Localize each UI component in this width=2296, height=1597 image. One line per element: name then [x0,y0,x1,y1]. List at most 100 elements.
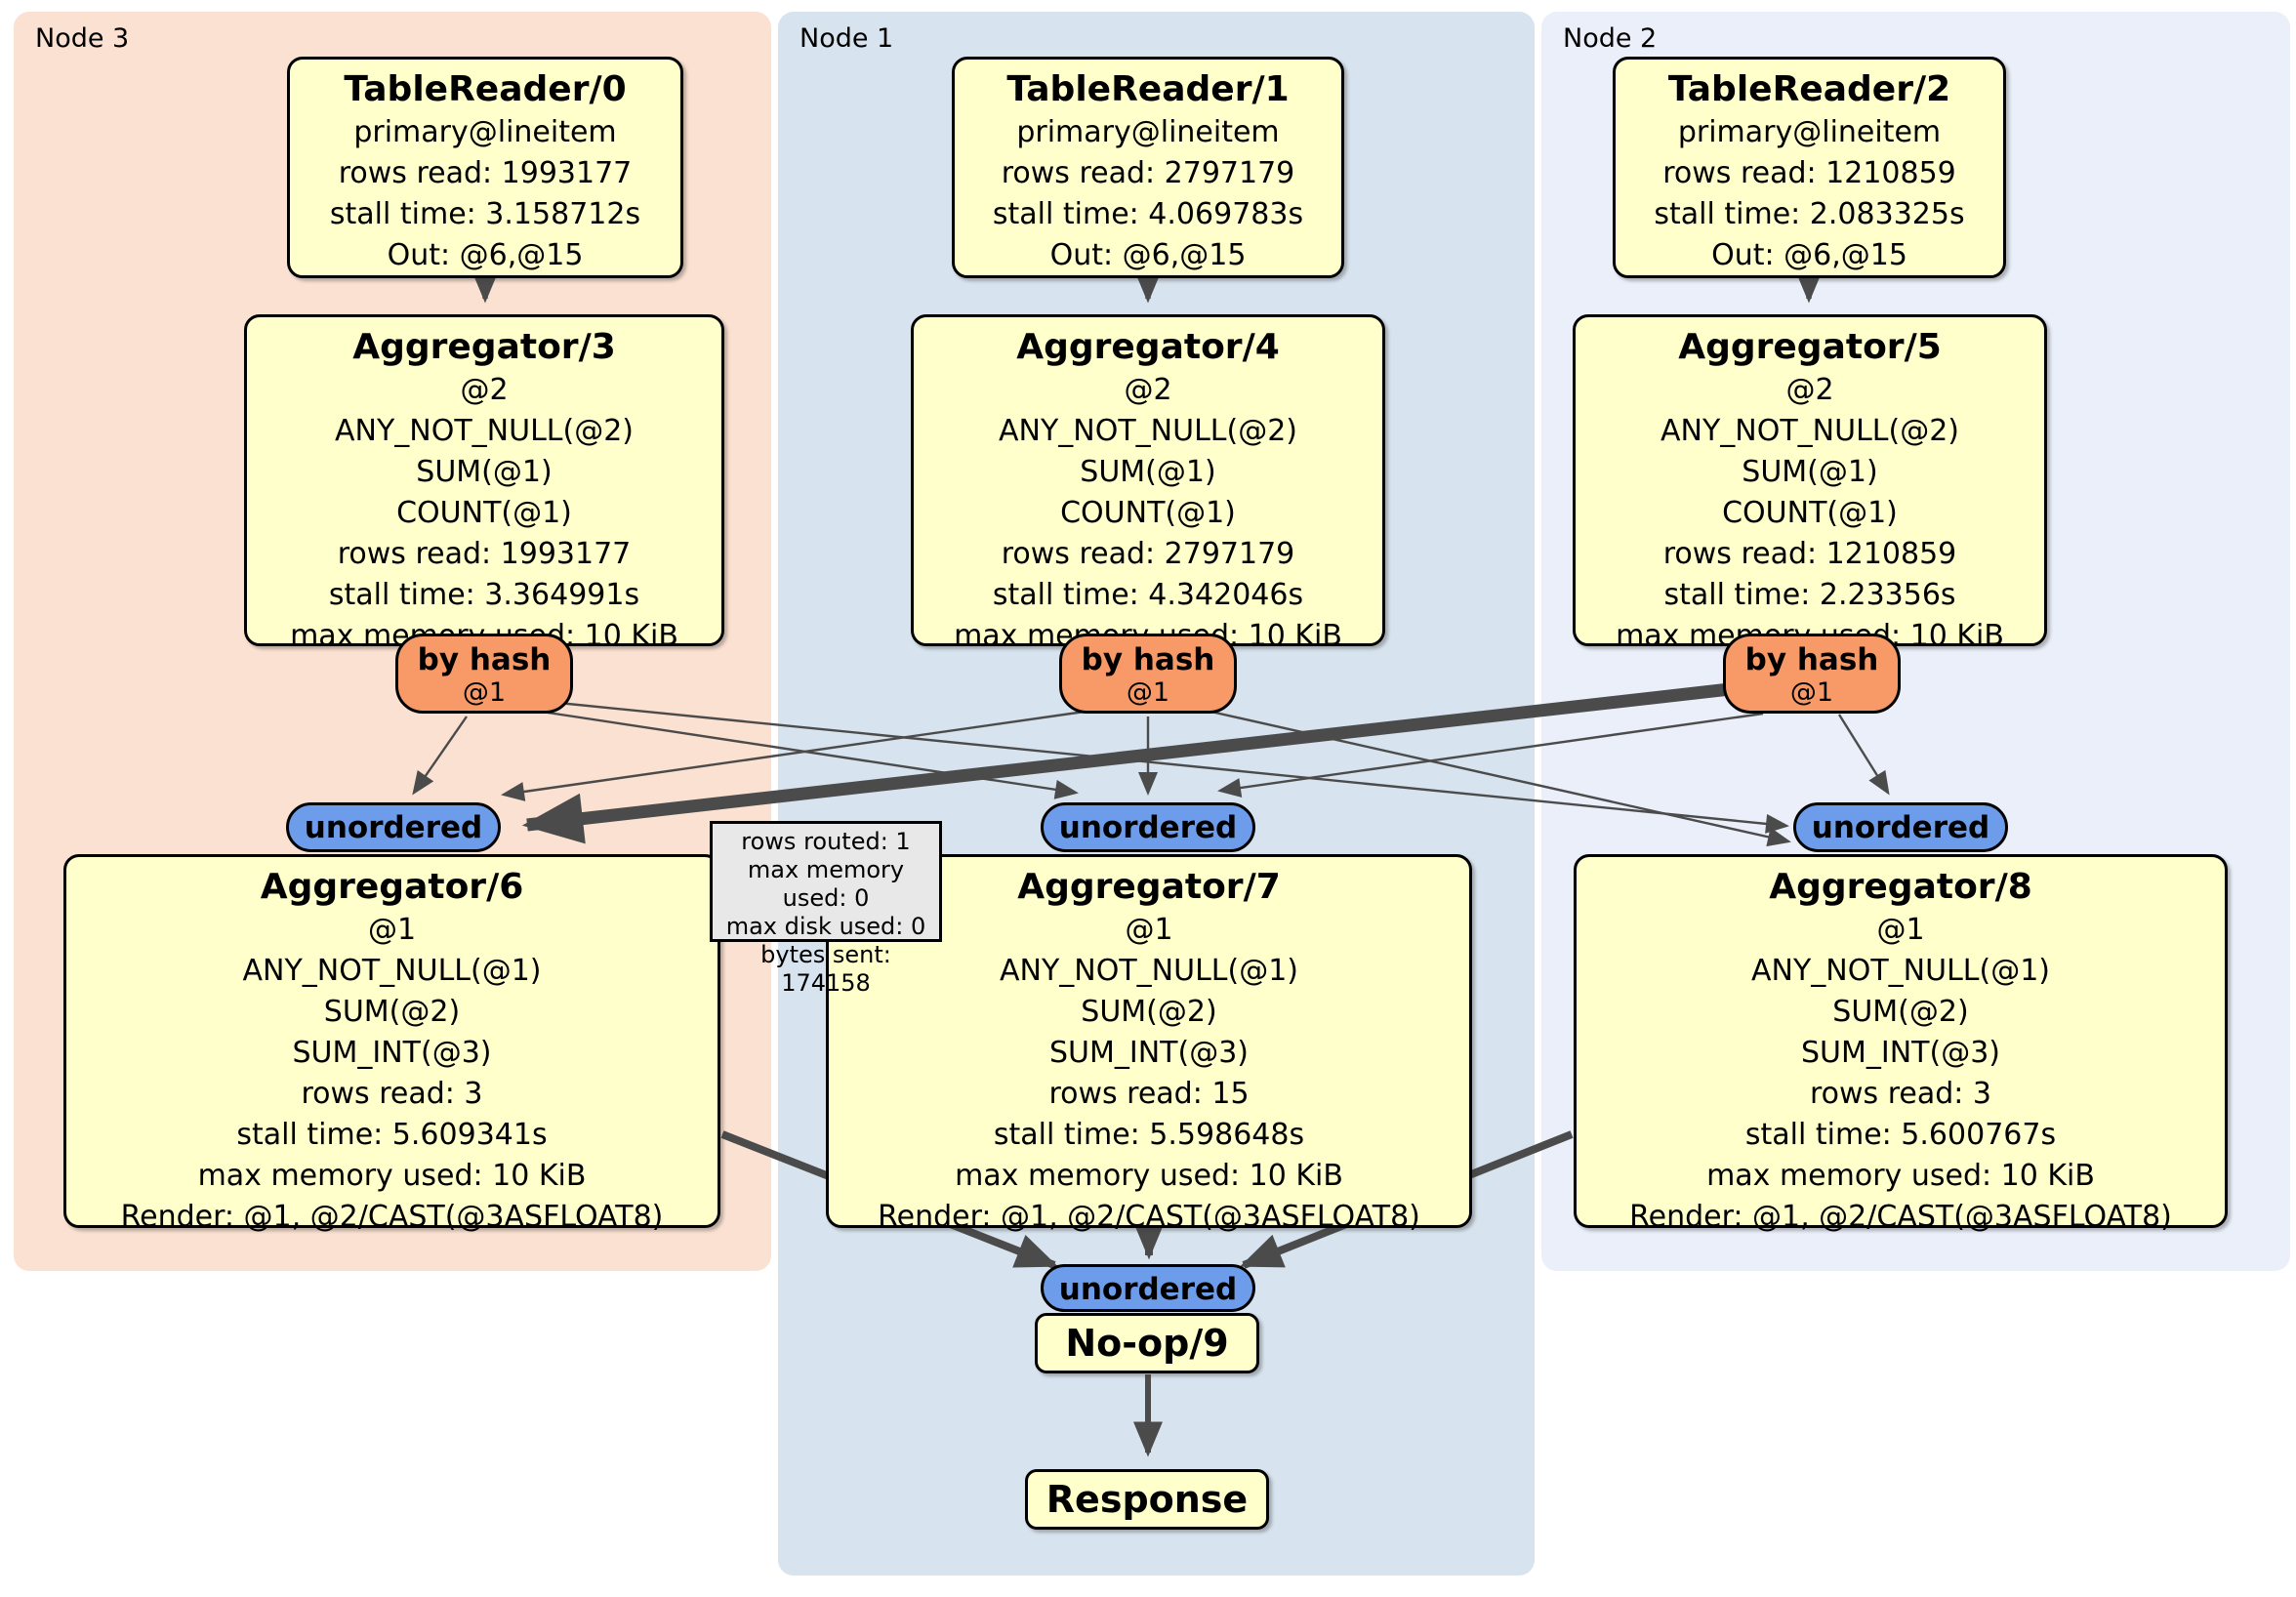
stat-line: ANY_NOT_NULL(@2) [999,414,1297,448]
stat-line: stall time: 5.600767s [1744,1118,2057,1152]
router-by-hash-node2: by hash @1 [1723,634,1901,714]
stat-line: rows read: 3 [301,1077,483,1111]
tooltip-line: max memory used: 0 [747,856,905,912]
stat-line: SUM(@2) [323,995,461,1029]
stat-line: @2 [1124,373,1172,407]
stat-line: COUNT(@1) [1060,496,1236,530]
stream-unordered-node1: unordered [1041,802,1255,852]
processor-aggregator-3: Aggregator/3 @2 ANY_NOT_NULL(@2) SUM(@1)… [244,314,724,653]
processor-aggregator-8: Aggregator/8 @1 ANY_NOT_NULL(@1) SUM(@2)… [1574,854,2228,1234]
stat-line: stall time: 4.069783s [992,197,1304,231]
stat-line: Render: @1, @2/CAST(@3ASFLOAT8) [120,1200,664,1234]
stat-line: primary@lineitem [1677,115,1942,149]
stat-line: primary@lineitem [353,115,617,149]
stream-stats-tooltip: rows routed: 1 max memory used: 0 max di… [710,821,942,997]
stat-line: COUNT(@1) [396,496,572,530]
stat-line: Render: @1, @2/CAST(@3ASFLOAT8) [1629,1200,2172,1234]
stat-line: SUM(@1) [1080,455,1216,489]
panel-node-1-label: Node 1 [800,23,894,54]
stat-line: max memory used: 10 KiB [955,1159,1343,1193]
tooltip-line: bytes sent: 174158 [760,941,891,997]
processor-aggregator-5: Aggregator/5 @2 ANY_NOT_NULL(@2) SUM(@1)… [1573,314,2047,653]
processor-title: Aggregator/3 [352,327,616,367]
stat-line: SUM_INT(@3) [292,1036,492,1070]
stat-line: stall time: 2.23356s [1663,578,1956,612]
stat-line: rows read: 1993177 [338,156,633,190]
stat-line: max memory used: 10 KiB [197,1159,587,1193]
stat-line: Out: @6,@15 [1049,238,1247,272]
stat-line: rows read: 1210859 [1662,537,1957,571]
stat-line: stall time: 5.609341s [236,1118,548,1152]
stat-line: ANY_NOT_NULL(@1) [1751,954,2050,988]
processor-response: Response [1025,1469,1269,1530]
stat-line: ANY_NOT_NULL(@2) [335,414,634,448]
processor-title: TableReader/0 [344,69,627,109]
edge-hash3-stream2 [557,701,1789,834]
processor-title: Aggregator/5 [1678,327,1942,367]
processor-tablereader-1: TableReader/1 primary@lineitem rows read… [952,57,1344,278]
stat-line: stall time: 3.364991s [328,578,640,612]
stat-line: max memory used: 10 KiB [1706,1159,2095,1193]
stat-line: stall time: 2.083325s [1654,197,1965,231]
edge-hash2-stream2 [1837,714,1890,796]
stat-line: @1 [1125,913,1173,947]
stream-unordered-node3: unordered [286,802,501,852]
stream-unordered-final: unordered [1041,1264,1255,1312]
stat-line: ANY_NOT_NULL(@1) [1000,954,1298,988]
edge-hash2-stream3-heavy [521,682,1731,844]
stat-line: SUM(@2) [1081,995,1217,1029]
processor-aggregator-4: Aggregator/4 @2 ANY_NOT_NULL(@2) SUM(@1)… [911,314,1385,653]
edge-hash3-stream3 [412,716,468,796]
stat-line: stall time: 4.342046s [992,578,1304,612]
stat-line: COUNT(@1) [1722,496,1898,530]
panel-node-2-label: Node 2 [1563,23,1658,54]
stat-line: Out: @6,@15 [1711,238,1907,272]
stat-line: SUM_INT(@3) [1049,1036,1249,1070]
panel-node-3-label: Node 3 [35,23,130,54]
processor-tablereader-0: TableReader/0 primary@lineitem rows read… [287,57,683,278]
stat-line: stall time: 5.598648s [993,1118,1305,1152]
router-label: by hash [1081,642,1215,677]
stat-line: ANY_NOT_NULL(@1) [242,954,542,988]
processor-title: Aggregator/4 [1016,327,1280,367]
stat-line: @2 [1785,373,1834,407]
processor-title: TableReader/2 [1667,69,1951,109]
edge-hash2-stream1 [1217,712,1764,798]
stream-unordered-node2: unordered [1793,802,2008,852]
processor-aggregator-6: Aggregator/6 @1 ANY_NOT_NULL(@1) SUM(@2)… [63,854,720,1234]
processor-noop-9: No-op/9 [1035,1313,1259,1373]
stat-line: @1 [367,913,417,947]
router-key: @1 [462,677,507,708]
stat-line: rows read: 1210859 [1662,156,1956,190]
stat-line: rows read: 1993177 [337,537,632,571]
tooltip-line: rows routed: 1 [741,828,911,855]
edge-hash1-stream3 [501,709,1092,801]
router-by-hash-node1: by hash @1 [1059,634,1237,714]
stat-line: SUM(@1) [416,455,553,489]
router-by-hash-node3: by hash @1 [395,634,573,714]
stat-line: stall time: 3.158712s [329,197,641,231]
stat-line: rows read: 2797179 [1001,156,1295,190]
processor-title: Aggregator/8 [1769,867,2032,907]
processor-title: TableReader/1 [1006,69,1290,109]
router-label: by hash [1744,642,1879,677]
processor-title: Aggregator/6 [260,867,524,907]
stat-line: Out: @6,@15 [387,238,584,272]
stat-line: @2 [460,373,509,407]
stat-line: rows read: 3 [1809,1077,1992,1111]
stat-line: @1 [1876,913,1925,947]
router-key: @1 [1126,677,1170,708]
router-key: @1 [1789,677,1834,708]
stat-line: rows read: 2797179 [1001,537,1295,571]
router-label: by hash [417,642,552,677]
tooltip-line: max disk used: 0 [725,913,926,940]
stat-line: SUM(@2) [1832,995,1969,1029]
stat-line: Render: @1, @2/CAST(@3ASFLOAT8) [878,1200,1420,1234]
processor-tablereader-2: TableReader/2 primary@lineitem rows read… [1613,57,2006,278]
stat-line: rows read: 15 [1048,1077,1250,1111]
processor-title: Aggregator/7 [1017,867,1281,907]
stat-line: SUM_INT(@3) [1801,1036,2000,1070]
stat-line: primary@lineitem [1016,115,1280,149]
stat-line: SUM(@1) [1742,455,1878,489]
